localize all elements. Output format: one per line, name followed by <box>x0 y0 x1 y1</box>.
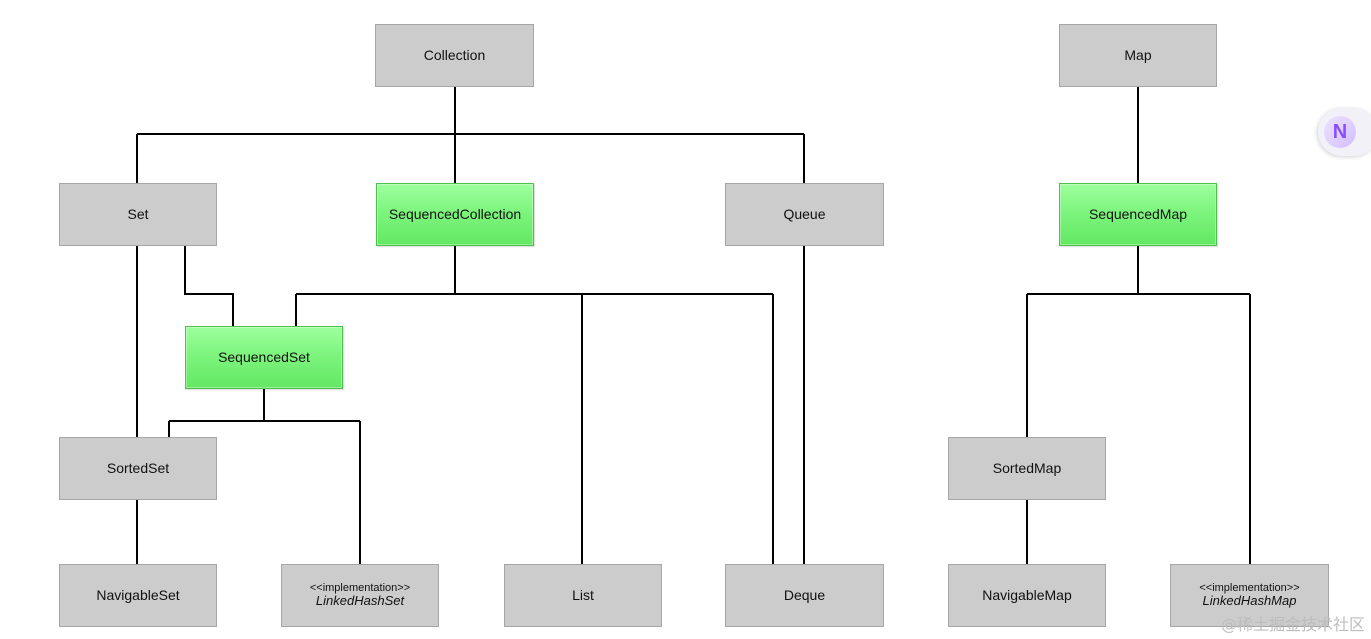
node-navigable-map-label: NavigableMap <box>982 587 1072 604</box>
node-set-label: Set <box>127 206 149 223</box>
node-sequenced-set-label: SequencedSet <box>218 349 310 366</box>
node-navigable-set-label: NavigableSet <box>96 587 180 604</box>
floating-side-button[interactable]: N <box>1318 108 1371 156</box>
edge-sequencedset-bus <box>169 389 360 422</box>
node-sequenced-collection: SequencedCollection <box>376 183 534 246</box>
edge-set-sequencedset <box>184 246 234 326</box>
edge-collection-bus <box>137 87 804 135</box>
node-linked-hash-map: <<implementation>> LinkedHashMap <box>1170 564 1329 627</box>
node-sorted-set: SortedSet <box>59 437 217 500</box>
node-set: Set <box>59 183 217 246</box>
node-list: List <box>504 564 662 627</box>
node-queue: Queue <box>725 183 884 246</box>
node-sorted-set-label: SortedSet <box>106 460 170 477</box>
node-collection-label: Collection <box>423 47 486 64</box>
edge-sequencedmap-bus <box>1027 246 1250 295</box>
node-queue-label: Queue <box>783 206 826 223</box>
node-linked-hash-set: <<implementation>> LinkedHashSet <box>281 564 439 627</box>
node-list-label: List <box>572 587 594 604</box>
node-sorted-map: SortedMap <box>948 437 1106 500</box>
watermark: @稀土掘金技术社区 <box>1220 615 1365 634</box>
node-navigable-map: NavigableMap <box>948 564 1106 627</box>
node-sequenced-map-label: SequencedMap <box>1088 206 1188 223</box>
node-map-label: Map <box>1124 47 1152 64</box>
node-map: Map <box>1059 24 1217 87</box>
node-deque: Deque <box>725 564 884 627</box>
node-linked-hash-map-stereotype: <<implementation>> <box>1199 581 1300 594</box>
node-sequenced-map: SequencedMap <box>1059 183 1217 246</box>
node-deque-label: Deque <box>783 587 826 604</box>
node-sequenced-set: SequencedSet <box>185 326 343 389</box>
node-linked-hash-set-label: LinkedHashSet <box>315 593 405 609</box>
edge-sequencedcollection-bus <box>296 246 773 295</box>
node-navigable-set: NavigableSet <box>59 564 217 627</box>
node-linked-hash-set-stereotype: <<implementation>> <box>309 581 411 594</box>
node-sorted-map-label: SortedMap <box>992 460 1062 477</box>
node-linked-hash-map-label: LinkedHashMap <box>1202 593 1297 609</box>
node-collection: Collection <box>375 24 534 87</box>
app-logo-icon: N <box>1324 116 1356 148</box>
node-sequenced-collection-label: SequencedCollection <box>388 206 522 223</box>
